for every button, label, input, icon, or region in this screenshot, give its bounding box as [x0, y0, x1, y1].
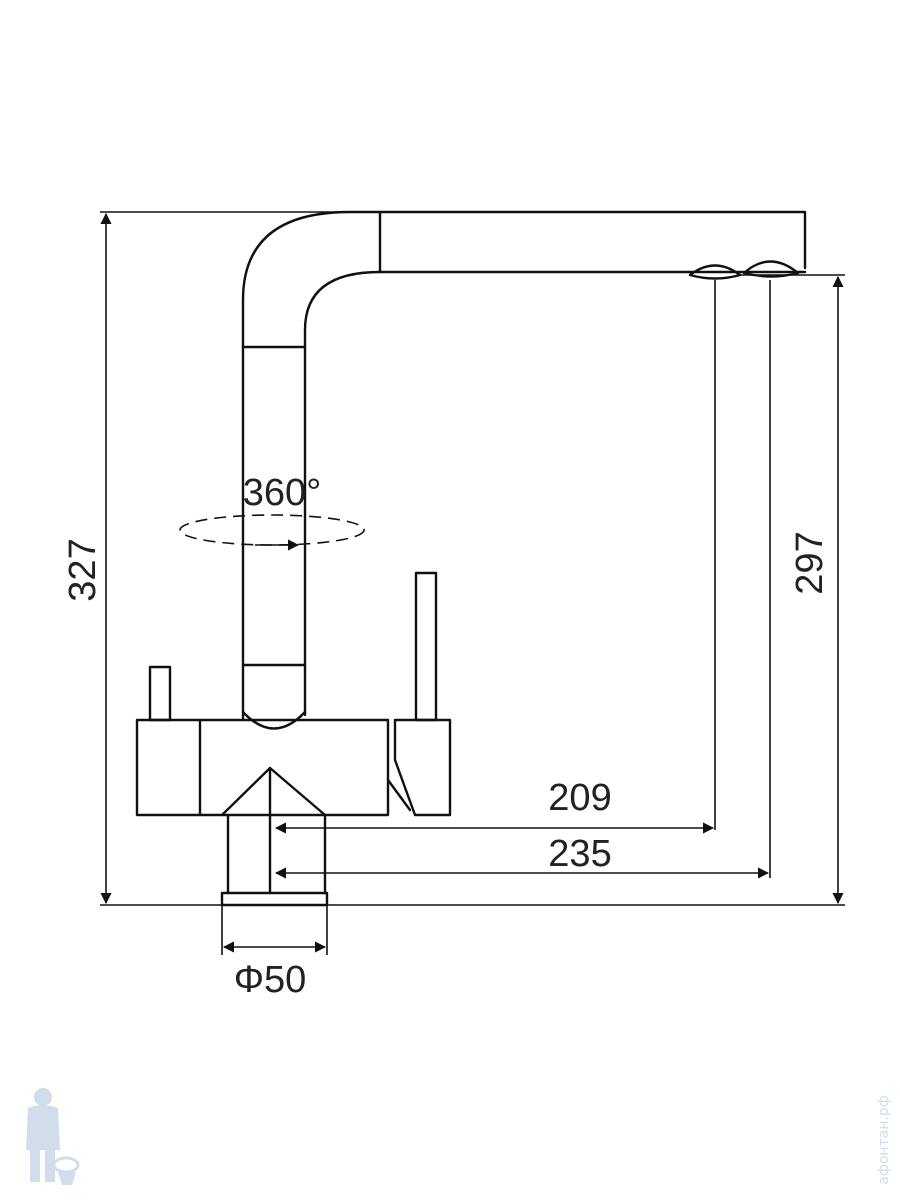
left-handle: [148, 665, 172, 722]
right-lever-housing: [393, 718, 452, 817]
dimension-outlet-height: 297: [327, 274, 845, 906]
mixer-body: [135, 718, 390, 817]
body-neck: [220, 766, 327, 895]
dimension-label-297: 297: [789, 531, 831, 594]
dimension-reach: 209 235: [274, 280, 771, 879]
dimension-label-235: 235: [548, 833, 611, 875]
dimension-label-209: 209: [548, 777, 611, 819]
rotation-label: 360°: [243, 472, 322, 514]
dimension-label-327: 327: [62, 538, 104, 601]
spout-inner-contour: [303, 270, 807, 717]
dimension-overall-height: 327: [62, 211, 380, 906]
spout-outer-contour: [241, 210, 807, 720]
dimension-label-phi50: Φ50: [234, 959, 307, 1001]
watermark-text: афонтан.рф: [876, 1095, 892, 1184]
rotation-ellipse: [179, 514, 365, 546]
dimension-base-diameter: Φ50: [221, 905, 328, 1001]
plumber-mascot-icon: [26, 1088, 80, 1185]
rotation-indicator: 360°: [179, 472, 365, 551]
watermark: афонтан.рф: [26, 1088, 892, 1185]
right-housing-gap: [386, 778, 412, 812]
right-handle: [414, 571, 438, 722]
mounting-base: [220, 891, 329, 907]
aerator-nozzle-right: [742, 260, 800, 278]
spout-collar: [241, 710, 307, 730]
faucet-outline: [135, 210, 807, 907]
